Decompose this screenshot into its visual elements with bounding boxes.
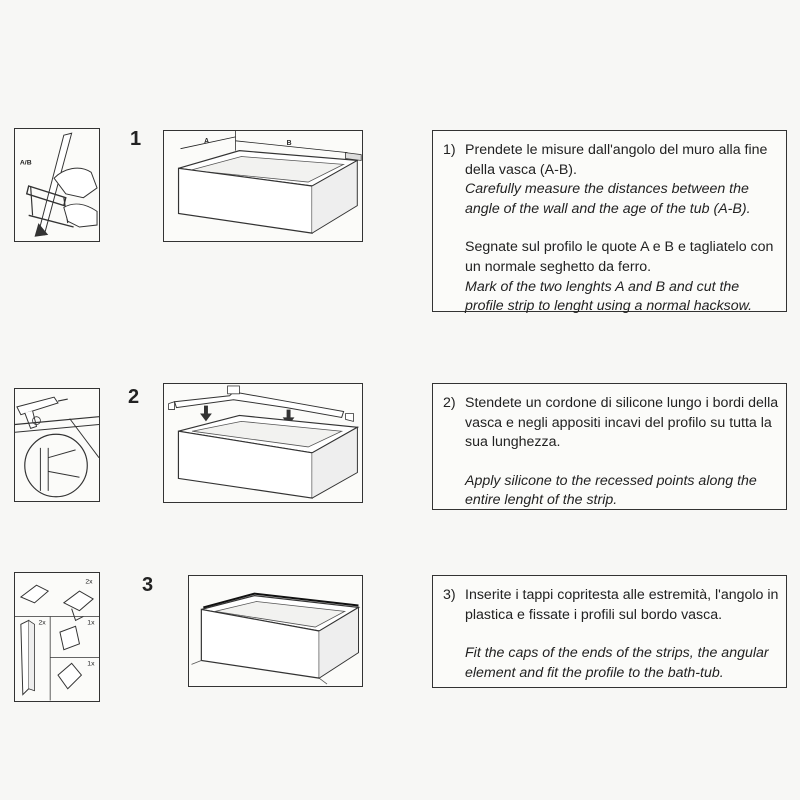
step3-parts-illustration: 2x 2x 1x 1x [14, 572, 100, 702]
step1-instructions: 1) Prendete le misure dall'angolo del mu… [432, 130, 787, 314]
qty-2x-strip: 2x [38, 619, 46, 626]
step1-hand-illustration: A/B [14, 128, 100, 242]
step1-italian-cut: Segnate sul profilo le quote A e B e tag… [465, 239, 774, 275]
bathtub-measure-icon: A B [177, 131, 362, 234]
qty-1x-cap: 1x [87, 619, 95, 626]
label-ab: A/B [20, 159, 32, 166]
qty-2x-corner: 2x [85, 578, 93, 585]
step1-number: 1 [130, 128, 142, 150]
parts-kit-icon: 2x 2x 1x 1x [15, 578, 99, 701]
bathtub-finished-icon [191, 592, 361, 685]
qty-1x-corner: 1x [87, 660, 95, 667]
step1-bathtub-illustration: A B [163, 130, 363, 242]
label-a: A [204, 138, 209, 145]
step2-italian-silicone: Stendete un cordone di silicone lungo i … [465, 395, 779, 451]
step2-bathtub-illustration [163, 383, 363, 503]
step3-instructions: 3) Inserite i tappi copritesta alle estr… [432, 575, 787, 688]
step2-number: 2 [128, 386, 140, 408]
step1-english-measure: Carefully measure the distances between … [465, 181, 751, 217]
step3-english-fit: Fit the caps of the ends of the strips, … [465, 645, 769, 681]
step2-english-silicone: Apply silicone to the recessed points al… [465, 472, 757, 509]
step2-instructions: 2) Stendete un cordone di silicone lungo… [432, 383, 787, 510]
step3-number: 3 [142, 574, 154, 596]
silicone-gun-icon [15, 396, 99, 498]
hacksaw-cutting-icon: A/B [20, 132, 98, 237]
step3-bathtub-illustration [188, 575, 363, 687]
step2-box-number: 2) [443, 395, 456, 411]
step3-italian-fit: Inserite i tappi copritesta alle estremi… [465, 587, 779, 623]
step2-silicone-illustration [14, 388, 100, 502]
bathtub-silicone-icon [168, 385, 360, 499]
step3-box-number: 3) [443, 587, 456, 603]
step1-italian-measure: Prendete le misure dall'angolo del muro … [465, 142, 768, 178]
step1-box-number: 1) [443, 142, 456, 158]
step1-english-cut: Mark of the two lenghts A and B and cut … [465, 278, 753, 315]
label-b: B [287, 140, 292, 147]
